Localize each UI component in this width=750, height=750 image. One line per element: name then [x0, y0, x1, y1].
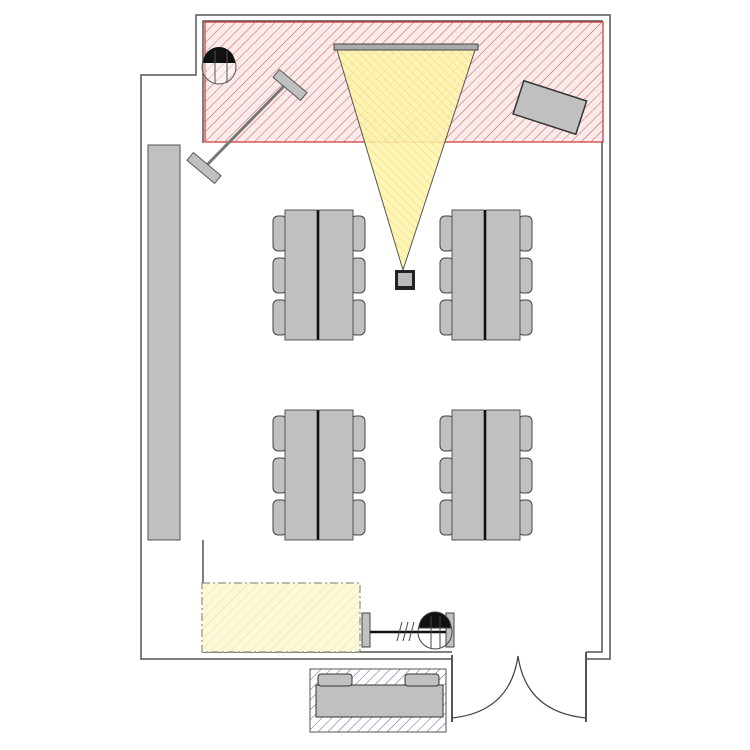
projection-screen [333, 43, 479, 51]
whiteboard-stand [361, 611, 455, 650]
table-group [272, 409, 366, 541]
light-stand [186, 68, 308, 185]
table [451, 209, 485, 341]
table-group [272, 209, 366, 341]
projector [395, 270, 415, 290]
table-groups [272, 209, 533, 541]
sofa-cushion [404, 673, 440, 687]
table [451, 409, 485, 541]
double-door[interactable] [451, 655, 587, 719]
table [318, 409, 354, 541]
storage-zone [201, 582, 361, 653]
floor-lamp-icon [201, 47, 237, 85]
table [318, 209, 354, 341]
equipment-case [512, 79, 588, 136]
outer-wall [140, 14, 611, 660]
table-group [439, 209, 533, 341]
lounge-sofa [309, 668, 447, 733]
sofa-cushion [317, 673, 353, 687]
table [284, 209, 318, 341]
wall-counter [147, 144, 181, 541]
table [485, 209, 521, 341]
table-group [439, 409, 533, 541]
floor-lamp-icon [417, 611, 453, 650]
table [284, 409, 318, 541]
table [485, 409, 521, 541]
